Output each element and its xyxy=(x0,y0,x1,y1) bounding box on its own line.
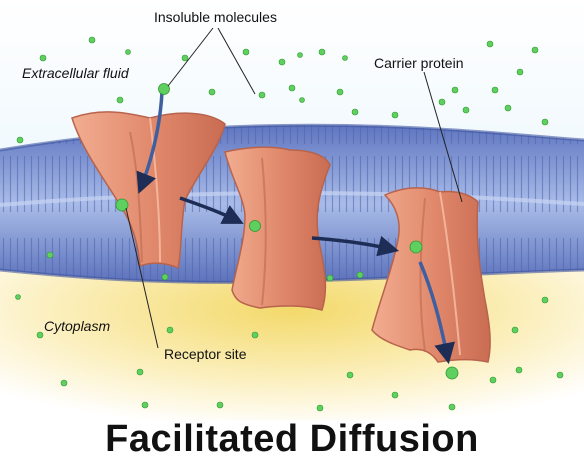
molecule xyxy=(209,89,215,95)
molecule xyxy=(217,402,223,408)
molecule xyxy=(352,109,358,115)
diagram-title: Facilitated Diffusion xyxy=(0,418,584,461)
molecule xyxy=(512,327,518,333)
molecule xyxy=(517,69,523,75)
molecule xyxy=(449,404,455,410)
molecule xyxy=(532,47,538,53)
label-extracellular-fluid: Extracellular fluid xyxy=(22,65,130,81)
molecule xyxy=(487,41,493,47)
molecule xyxy=(16,295,21,300)
molecule xyxy=(557,372,563,378)
label-receptor-site: Receptor site xyxy=(164,346,247,362)
molecule xyxy=(300,98,305,103)
transported-molecule xyxy=(410,241,422,253)
molecule xyxy=(317,405,323,411)
molecule xyxy=(117,97,123,103)
molecule xyxy=(516,367,522,373)
molecule xyxy=(47,252,53,258)
molecule xyxy=(243,49,249,55)
molecule xyxy=(137,369,143,375)
molecule xyxy=(61,380,67,386)
molecule xyxy=(452,87,458,93)
molecule xyxy=(490,377,496,383)
molecule xyxy=(542,297,548,303)
transported-molecule xyxy=(446,367,458,379)
molecule xyxy=(343,56,348,61)
molecule xyxy=(167,327,173,333)
molecule xyxy=(492,87,498,93)
molecule xyxy=(327,275,333,281)
molecule xyxy=(162,274,168,280)
molecule xyxy=(463,107,469,113)
molecule xyxy=(392,392,398,398)
molecule xyxy=(289,85,295,91)
transported-molecule xyxy=(250,221,261,232)
molecule xyxy=(142,402,148,408)
molecule xyxy=(392,112,398,118)
molecule xyxy=(259,92,265,98)
molecule xyxy=(37,332,43,338)
molecule xyxy=(17,137,23,143)
label-insoluble-molecules: Insoluble molecules xyxy=(154,9,277,25)
molecule xyxy=(337,89,343,95)
molecule xyxy=(279,59,285,65)
molecule xyxy=(347,372,353,378)
diagram-canvas: Insoluble molecules Extracellular fluid … xyxy=(0,0,584,420)
molecule xyxy=(89,37,95,43)
molecule xyxy=(126,50,131,55)
molecule xyxy=(182,55,188,61)
label-cytoplasm: Cytoplasm xyxy=(44,318,110,334)
molecule xyxy=(505,105,511,111)
molecule xyxy=(40,55,46,61)
transported-molecule xyxy=(159,84,170,95)
molecule xyxy=(319,49,325,55)
molecule xyxy=(298,53,303,58)
label-carrier-protein: Carrier protein xyxy=(374,55,463,71)
molecule xyxy=(252,332,258,338)
molecule xyxy=(542,119,548,125)
molecule xyxy=(439,99,445,105)
molecule xyxy=(357,272,363,278)
